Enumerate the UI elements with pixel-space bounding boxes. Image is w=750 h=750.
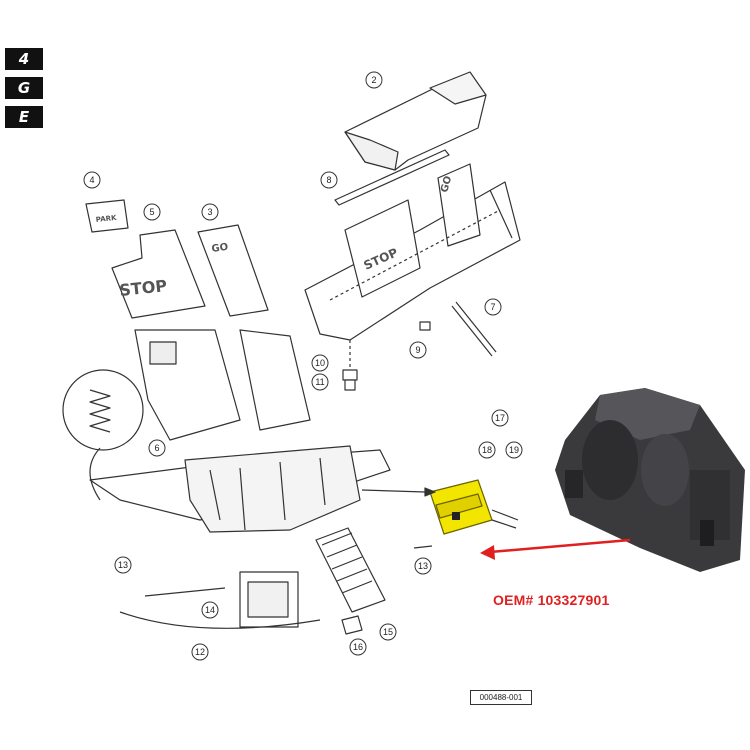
callout-14: 14 bbox=[201, 601, 219, 619]
figure-id: 000488-001 bbox=[470, 690, 532, 705]
svg-text:3: 3 bbox=[207, 207, 212, 217]
side-tab-g: G bbox=[5, 77, 43, 99]
svg-text:18: 18 bbox=[482, 445, 492, 455]
oem-number: OEM# 103327901 bbox=[493, 592, 610, 608]
callout-13-left: 13 bbox=[114, 556, 132, 574]
callout-3: 3 bbox=[201, 203, 219, 221]
park-text: PARK bbox=[95, 214, 117, 224]
svg-text:12: 12 bbox=[195, 647, 205, 657]
callout-9: 9 bbox=[409, 341, 427, 359]
svg-text:7: 7 bbox=[490, 302, 495, 312]
callout-5: 5 bbox=[143, 203, 161, 221]
callout-11: 11 bbox=[311, 373, 329, 391]
callout-16: 16 bbox=[349, 638, 367, 656]
side-tab-4: 4 bbox=[5, 48, 43, 70]
red-arrow bbox=[480, 538, 631, 560]
svg-text:13: 13 bbox=[418, 561, 428, 571]
spring-part-15 bbox=[315, 527, 386, 613]
pedal-assembly bbox=[89, 329, 391, 533]
svg-text:9: 9 bbox=[415, 345, 420, 355]
svg-text:14: 14 bbox=[205, 605, 215, 615]
svg-text:4: 4 bbox=[89, 175, 94, 185]
svg-text:13: 13 bbox=[118, 560, 128, 570]
callout-18: 18 bbox=[478, 441, 496, 459]
base-plate bbox=[304, 163, 521, 341]
go-text-pad: GO bbox=[211, 242, 229, 255]
bracket-12 bbox=[119, 611, 321, 629]
svg-text:5: 5 bbox=[149, 207, 154, 217]
svg-text:19: 19 bbox=[509, 445, 519, 455]
svg-text:11: 11 bbox=[315, 377, 324, 387]
callout-6: 6 bbox=[148, 439, 166, 457]
screw-13b bbox=[413, 545, 433, 549]
callout-8: 8 bbox=[320, 171, 338, 189]
go-text-base: GO bbox=[439, 175, 454, 194]
cover-part-2 bbox=[344, 71, 487, 171]
clip-part-9 bbox=[419, 321, 431, 331]
pin-part-13 bbox=[144, 587, 226, 597]
park-label-part-4 bbox=[85, 199, 129, 233]
go-pad-part-3 bbox=[197, 224, 269, 317]
callout-15: 15 bbox=[379, 623, 397, 641]
highlighted-switch bbox=[429, 479, 519, 535]
svg-text:15: 15 bbox=[383, 627, 393, 637]
strip-part-8 bbox=[334, 149, 450, 206]
stop-text-pad: STOP bbox=[118, 276, 168, 300]
svg-text:8: 8 bbox=[326, 175, 331, 185]
callout-4: 4 bbox=[83, 171, 101, 189]
callout-12: 12 bbox=[191, 643, 209, 661]
svg-text:6: 6 bbox=[154, 443, 159, 453]
stop-pad-part-5 bbox=[111, 229, 206, 319]
screw-part-7 bbox=[451, 305, 493, 357]
part-16 bbox=[341, 615, 363, 635]
svg-text:17: 17 bbox=[495, 413, 505, 423]
washer-part-11 bbox=[344, 379, 356, 391]
svg-text:10: 10 bbox=[315, 358, 325, 368]
callout-10: 10 bbox=[311, 354, 329, 372]
part-photo bbox=[555, 388, 745, 572]
svg-text:16: 16 bbox=[353, 642, 363, 652]
side-tab-e: E bbox=[5, 106, 43, 128]
nut-part-10 bbox=[342, 369, 358, 381]
callout-17: 17 bbox=[491, 409, 509, 427]
callout-13-right: 13 bbox=[414, 557, 432, 575]
callout-7: 7 bbox=[484, 298, 502, 316]
svg-text:2: 2 bbox=[371, 75, 376, 85]
callout-19: 19 bbox=[505, 441, 523, 459]
callout-2: 2 bbox=[365, 71, 383, 89]
